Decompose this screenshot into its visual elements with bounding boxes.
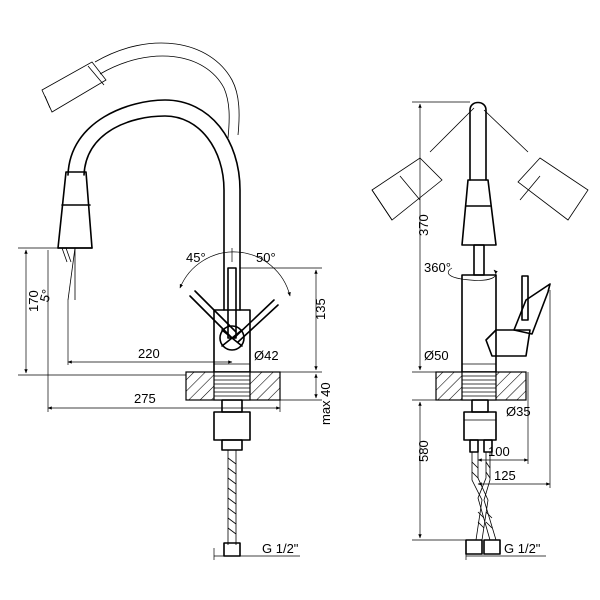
dim-height-lever-label: 135 [313,298,328,320]
side-spout [447,101,498,281]
dim-diameter-body-label: Ø42 [254,348,279,363]
countertop-front [185,371,281,401]
dim-depth-125-label: 125 [494,468,516,483]
dim-reach-275-label: 275 [134,391,156,406]
front-view: 45° 50° 5° 170 220 Ø42 135 275 max 40 G … [18,42,333,560]
angle-rotation-label: 360° [424,260,451,275]
angle-left-swing-label: 45° [186,250,206,265]
side-dimensions [412,101,551,560]
dim-max-thickness-label: max 40 [318,382,333,425]
dim-reach-220-label: 220 [138,346,160,361]
shank-side [463,399,501,555]
side-body [461,274,551,373]
dim-total-height-label: 370 [416,214,431,236]
dim-diameter-shank-label: Ø35 [506,404,531,419]
side-view: 370 360° Ø50 Ø35 100 125 580 G 1/2" [371,101,589,560]
shank-front [213,399,251,557]
angle-spout-tilt-label: 5° [37,288,55,304]
dim-hose-length-label: 580 [416,440,431,462]
dim-diameter-body-label: Ø50 [424,348,449,363]
dim-thread-label: G 1/2" [504,541,541,556]
dim-height-spout-label: 170 [26,290,41,312]
countertop-side [435,371,527,401]
gooseneck-spout [57,99,241,311]
ghost-spray-heads [371,107,589,221]
angle-right-swing-label: 50° [256,250,276,265]
dim-thread-label: G 1/2" [262,541,299,556]
front-dimensions [18,247,322,560]
ghost-spout-upper [41,42,240,139]
dim-depth-100-label: 100 [488,444,510,459]
